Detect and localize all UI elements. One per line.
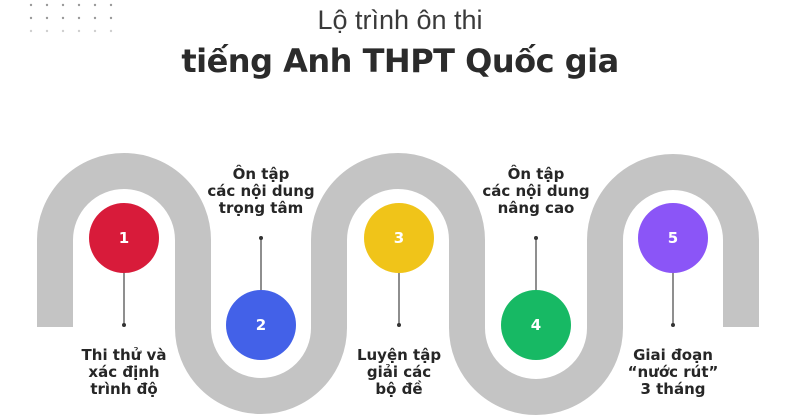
decorative-dot-grid [29, 3, 113, 33]
step-1-label: Thi thử và xác định trình độ [81, 346, 167, 398]
step-2-label: Ôn tập các nội dung trọng tâm [207, 165, 315, 217]
step-4-label: Ôn tập các nội dung nâng cao [482, 165, 590, 217]
page-subtitle: Lộ trình ôn thi [317, 5, 483, 35]
page-title: tiếng Anh THPT Quốc gia [181, 42, 619, 80]
step-3-number: 3 [393, 229, 405, 247]
step-3-circle: 3 [364, 203, 434, 273]
step-5-label: Giai đoạn “nước rút” 3 tháng [627, 346, 719, 398]
step-1-circle: 1 [89, 203, 159, 273]
step-2-circle: 2 [226, 290, 296, 360]
step-4-number: 4 [530, 316, 542, 334]
step-2-number: 2 [255, 316, 267, 334]
step-5-circle: 5 [638, 203, 708, 273]
step-4-circle: 4 [501, 290, 571, 360]
step-5-number: 5 [667, 229, 679, 247]
step-1-number: 1 [118, 229, 130, 247]
step-3-label: Luyện tập giải các bộ đề [356, 346, 442, 398]
